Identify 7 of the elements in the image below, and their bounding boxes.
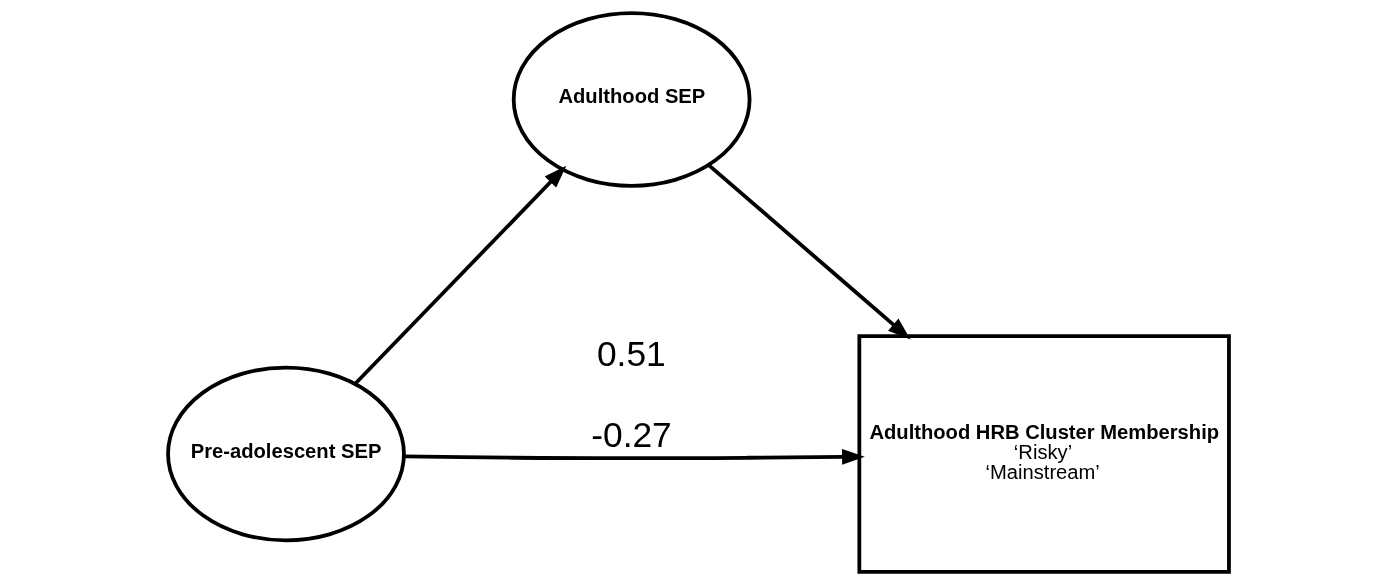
edge-label: -0.27 [590,414,672,454]
node-box: Adulthood HRB Cluster Membership ‘Risky’ ‘Mainstream’ [856,334,1231,574]
arrow [403,448,865,465]
arrow [707,163,910,340]
node-ellipse: Pre-adolescent SEP [165,365,406,543]
arrow [353,165,566,385]
label: 0.51 [596,333,666,373]
